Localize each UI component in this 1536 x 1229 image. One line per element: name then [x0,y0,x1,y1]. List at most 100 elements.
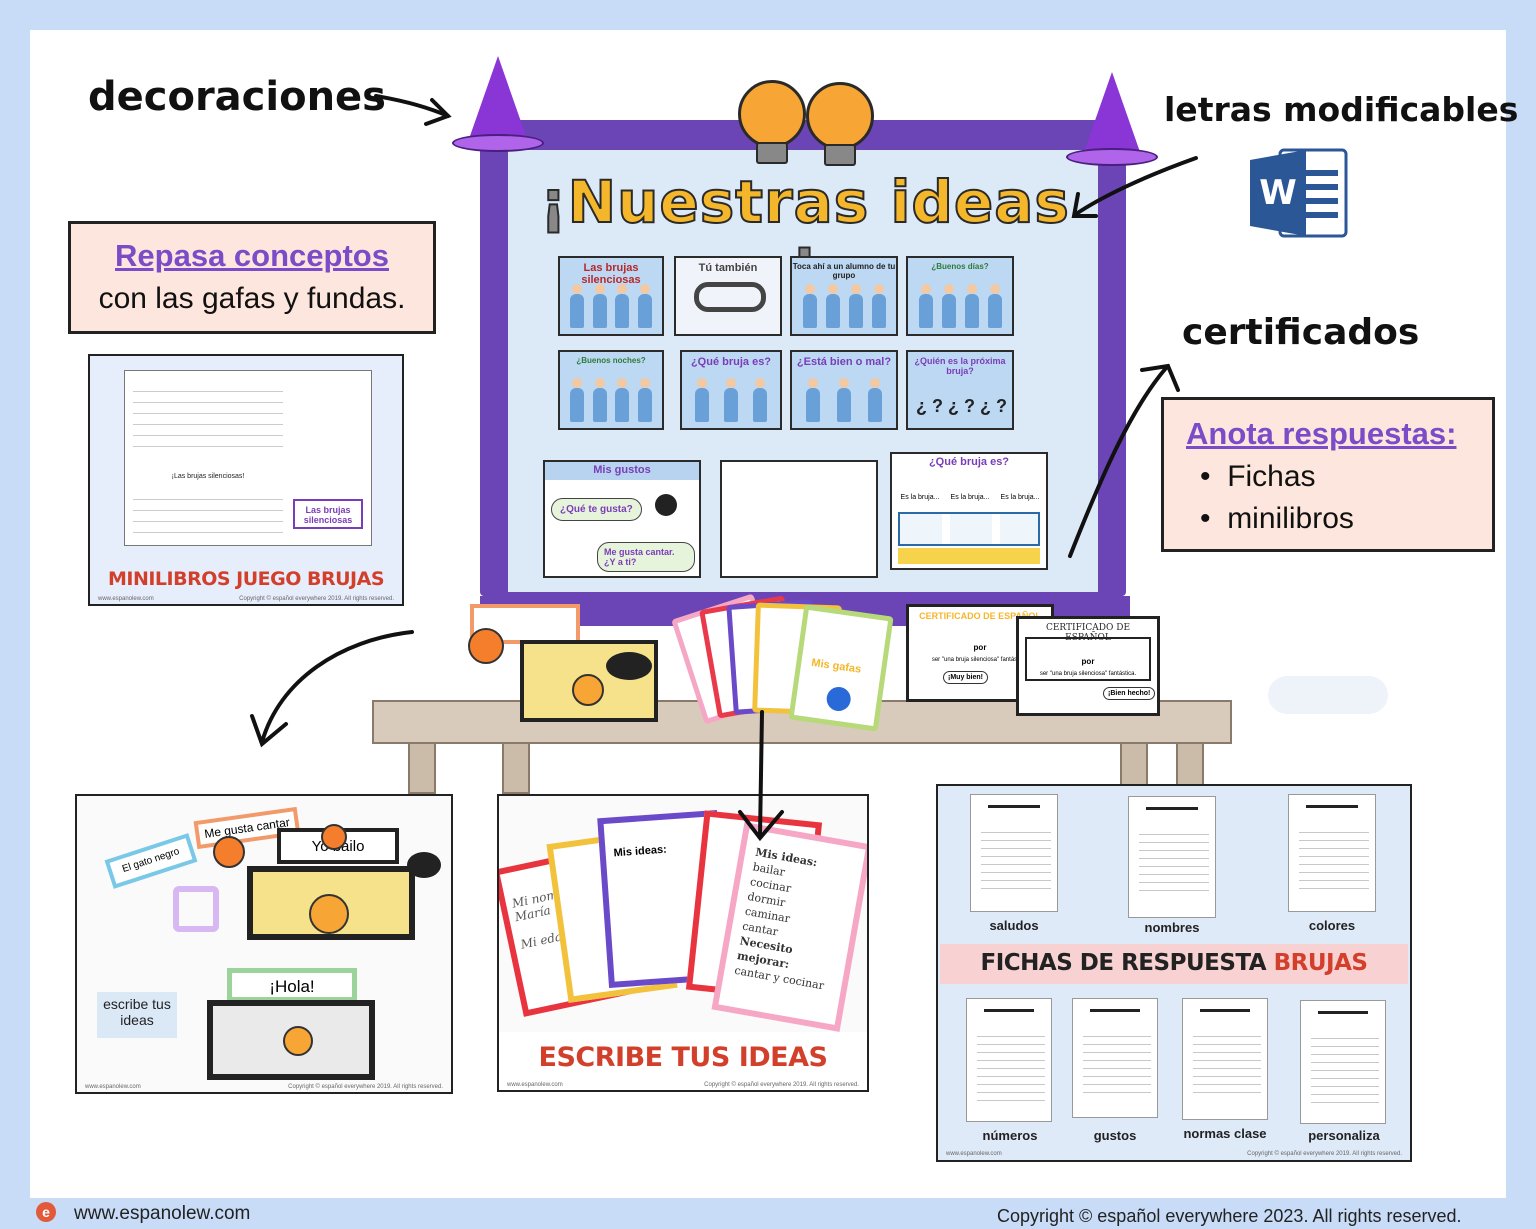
lightbulb-base [824,144,856,166]
photo-left-copyright: Copyright © español everywhere 2019. All… [288,1084,443,1090]
witch-hat-brim [1066,148,1158,166]
photo-glasses-frame [247,866,415,940]
title-open: ¡ [539,167,568,237]
table-leg [502,742,530,794]
arrow-certificados [1068,366,1168,558]
board-card-gustos: Mis gustos ¿Qué te gusta? Me gusta canta… [543,460,701,578]
witch-row [914,284,1006,328]
ficha-label-saludos: saludos [989,918,1039,933]
board-card: Las brujas silenciosas [558,256,664,336]
board-card-vocab [720,460,878,578]
board-card-title: ¿Buenos noches? [576,356,646,365]
minilibro-lines [133,489,283,541]
note-link-anota[interactable]: Anota respuestas: [1186,416,1457,451]
board-card-title: Tú también [698,262,758,274]
arrow-photo-left [260,630,414,744]
certificate-b-line: ser "una bruja silenciosa" fantástica. [1039,671,1137,677]
ficha-sheet [1300,1000,1386,1124]
minilibro-sheet: ¡Las brujas silenciosas! Las brujas sile… [124,370,372,546]
glasses-icon [694,282,766,312]
fichas-copyright: Copyright © español everywhere 2019. All… [1247,1151,1402,1157]
footer-site[interactable]: www.espanolew.com [74,1203,251,1224]
witch-row [566,378,656,422]
board-card-que-bruja: ¿Qué bruja es? Es la bruja... Es la bruj… [890,452,1048,570]
witch-hat-brim [452,134,544,152]
certificate-a-title: CERTIFICADO DE ESPAÑOL [919,611,1041,621]
arrow-decoraciones-head [424,98,452,126]
spider-icon [407,852,441,878]
note-text-gafas: con las gafas y fundas. [98,282,406,315]
bruja-screens [898,512,1040,546]
fichas-title-b: BRUJAS [1273,950,1368,976]
witch-row [566,284,656,328]
witch-hat-icon [1084,72,1140,152]
board-card-title: ¿Quién es la próxima bruja? [914,356,1006,376]
lightbulb-base [756,142,788,164]
certificate-a-bubble: ¡Muy bien! [943,671,988,684]
board-card: ¿Buenos noches? [558,350,664,430]
board-card-title: ¿Qué bruja es? [690,356,772,368]
glasses-label-hola: ¡Hola! [227,968,357,1002]
ficha-label-nombres: nombres [1144,920,1200,935]
callout-decoraciones: decoraciones [88,74,386,120]
board-card: ¿Buenos días? [906,256,1014,336]
pumpkin-icon [468,628,504,664]
ficha-sheet [1288,794,1376,912]
table-leg [408,742,436,794]
photo-glasses: Me gusta cantar El gato negro Yo bailo ¡… [75,794,453,1094]
photo-mid-caption-bg [499,1032,867,1090]
callout-letras-modificables: letras modificables [1164,90,1519,129]
gustos-question: ¿Qué te gusta? [551,498,642,521]
minilibro-inner-title: Las brujas silenciosas [293,499,363,529]
certificate-b: CERTIFICADO DE ESPAÑOL por ser "una bruj… [1016,616,1160,716]
spider-icon [655,494,677,516]
witch-row [688,378,774,422]
board-card-title: Las brujas silenciosas [581,262,641,286]
ficha-sheet [1128,796,1216,918]
certificate-b-por: por [1081,657,1095,666]
note-item-minilibros: • minilibros [1200,502,1354,535]
board-card: ¿Qué bruja es? [680,350,782,430]
lightbulb-icon [309,894,349,934]
ficha-sheet [1182,998,1268,1120]
ficha-sheet [1072,998,1158,1118]
svg-text:W: W [1259,173,1297,213]
arrow-photo-left-head [250,714,288,748]
arrow-photo-mid [758,710,764,838]
note-link-repasa[interactable]: Repasa conceptos [115,238,389,273]
certificate-a-line: ser "una bruja silenciosa" fantástica. [931,657,1029,663]
note-item-minilibros-label: minilibros [1227,502,1354,535]
lightbulb-icon [283,1026,313,1056]
ficha-sheet [970,794,1058,912]
fichas-banner [940,944,1408,984]
minilibros-site: www.espanolew.com [98,596,154,602]
note-item-fichas-label: Fichas [1227,460,1316,493]
callout-certificados: certificados [1182,312,1420,353]
lightbulb-icon [738,80,806,148]
photo-mid-copyright: Copyright © español everywhere 2019. All… [704,1082,859,1088]
certificate-a-por: por [973,643,987,652]
ficha-label-gustos: gustos [1093,1128,1137,1143]
photo-mid-site: www.espanolew.com [507,1082,563,1088]
fichas-panel: saludos nombres colores FICHAS DE RESPUE… [936,784,1412,1162]
witch-row [798,378,890,422]
cloud-icon [1268,676,1388,714]
bruja-slot: Es la bruja... [1000,494,1040,501]
arrow-letras-head [1071,192,1098,218]
witch-hat-icon [470,56,526,136]
minilibro-header: ¡Las brujas silenciosas! [171,473,245,480]
note-anota-respuestas: Anota respuestas: • Fichas • minilibros [1161,397,1495,552]
board-card-title: ¿Buenos días? [931,262,989,271]
bruja-slot: Es la bruja... [900,494,940,501]
minilibros-image: ¡Las brujas silenciosas! Las brujas sile… [88,354,404,606]
fichas-title-a: FICHAS DE RESPUESTA [980,950,1267,976]
photo-bat-glasses [207,1000,375,1080]
note-item-fichas: • Fichas [1200,460,1316,493]
pumpkin-icon [321,824,347,850]
board-card-title: Toca ahí a un alumno de tu grupo [792,262,896,280]
ficha-label-colores: colores [1308,918,1356,933]
gustos-answer: Me gusta cantar. ¿Y a ti? [597,542,695,572]
board-card: Toca ahí a un alumno de tu grupo [790,256,898,336]
bruja-slot: Es la bruja... [950,494,990,501]
